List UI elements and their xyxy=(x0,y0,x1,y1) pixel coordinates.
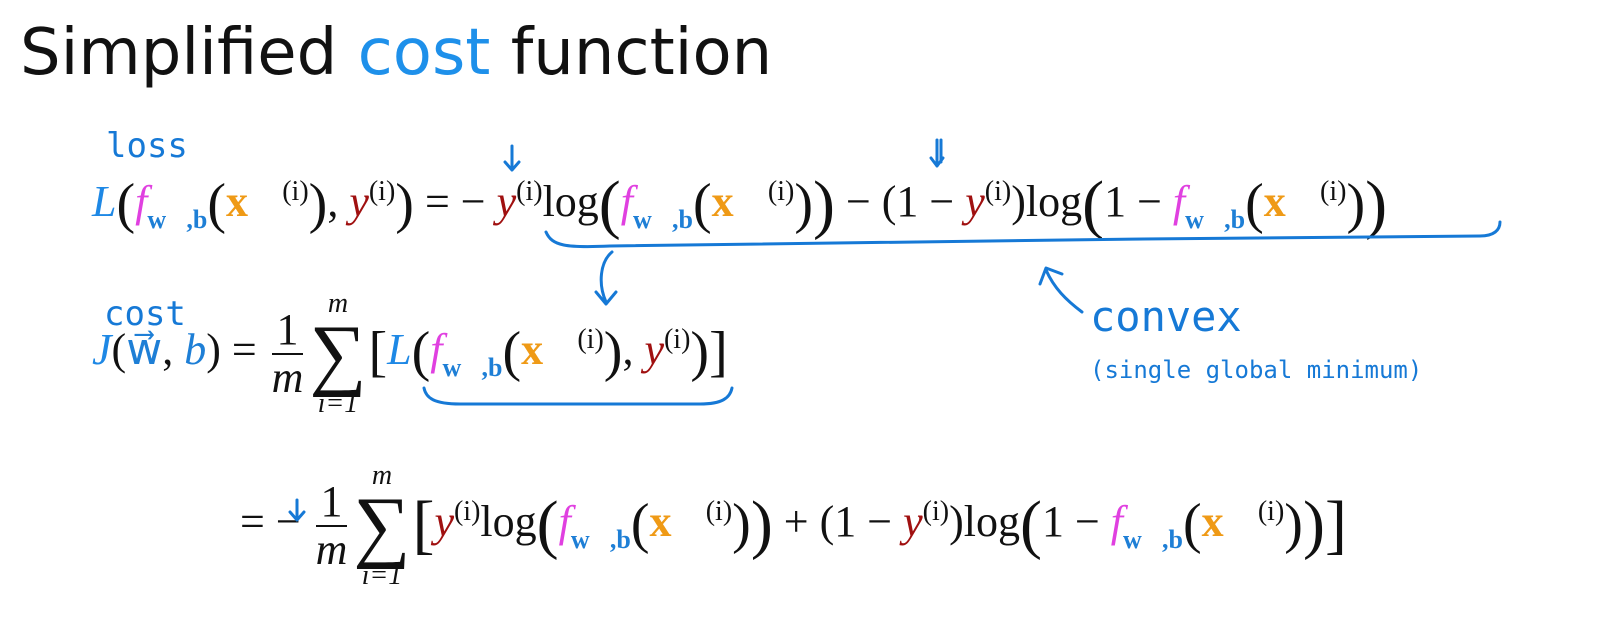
feature-x: x⃗ xyxy=(711,177,768,226)
loss-equation: L(fw⃗,b(x⃗(i)), y(i)) = − y(i)log(fw⃗,b(… xyxy=(92,168,1388,241)
title-part2: function xyxy=(490,16,773,90)
summation: m∑i=1 xyxy=(353,460,411,591)
one: 1 xyxy=(896,177,919,226)
sum-upper: m xyxy=(327,288,349,319)
loss-to-cost-arrow xyxy=(594,250,618,306)
log-fn: log xyxy=(963,497,1020,547)
model-f: f xyxy=(135,177,148,226)
model-f: f xyxy=(430,325,443,375)
model-f: f xyxy=(558,497,571,547)
log-fn: log xyxy=(1025,177,1083,226)
param-subscript: w⃗,b xyxy=(147,205,208,234)
frac-den: m xyxy=(271,353,304,402)
index-sup: (i) xyxy=(767,176,795,207)
loss-annotation: loss xyxy=(106,126,188,166)
title-highlight: cost xyxy=(357,16,491,90)
feature-x: x⃗ xyxy=(1263,177,1321,226)
index-sup: (i) xyxy=(705,496,733,528)
feature-x: x⃗ xyxy=(1201,497,1258,547)
label-y: y xyxy=(349,177,369,226)
one: 1 xyxy=(1104,177,1127,226)
index-sup: (i) xyxy=(368,176,396,207)
feature-x: x⃗ xyxy=(649,497,706,547)
sum-lower: i=1 xyxy=(317,388,359,419)
cost-brace xyxy=(422,386,734,406)
summation: m∑i=1 xyxy=(309,288,367,419)
index-sup: (i) xyxy=(1320,176,1347,207)
convex-annotation: convex xyxy=(1090,292,1242,341)
index-sup: (i) xyxy=(577,324,604,356)
index-sup: (i) xyxy=(663,324,691,356)
param-w: w⃗ xyxy=(126,325,163,375)
label-y: y xyxy=(965,177,985,226)
index-sup: (i) xyxy=(453,496,481,528)
feature-x: x⃗ xyxy=(521,325,578,375)
model-f: f xyxy=(1172,177,1186,226)
index-sup: (i) xyxy=(516,176,543,207)
loss-symbol: L xyxy=(92,177,117,226)
label-y: y xyxy=(644,325,664,375)
param-subscript: w⃗,b xyxy=(442,353,503,383)
param-b: b xyxy=(184,325,207,375)
param-subscript: w⃗,b xyxy=(570,525,631,555)
label-y: y xyxy=(496,177,517,226)
convex-note: (single global minimum) xyxy=(1090,356,1423,384)
log-fn: log xyxy=(542,177,599,226)
feature-x: x⃗ xyxy=(226,177,283,226)
slide-title: Simplified cost function xyxy=(20,16,772,90)
down-arrow-3 xyxy=(288,498,306,522)
index-sup: (i) xyxy=(922,496,950,528)
index-sup: (i) xyxy=(1257,496,1285,528)
index-sup: (i) xyxy=(984,176,1012,207)
loss-brace xyxy=(544,220,1502,249)
sum-lower: i=1 xyxy=(361,560,403,591)
cost-annotation: cost xyxy=(104,294,186,334)
one: 1 xyxy=(1041,497,1064,547)
down-arrow-1 xyxy=(503,144,521,172)
model-f: f xyxy=(620,177,634,226)
model-f: f xyxy=(1110,497,1123,547)
param-subscript: w⃗,b xyxy=(633,205,693,234)
label-y: y xyxy=(434,497,454,547)
convex-arrow xyxy=(1038,266,1084,314)
frac-den: m xyxy=(315,525,348,574)
index-sup: (i) xyxy=(282,176,309,207)
param-subscript: w⃗,b xyxy=(1123,525,1183,555)
loss-symbol: L xyxy=(387,325,412,375)
one: 1 xyxy=(834,497,857,547)
sum-upper: m xyxy=(371,460,393,491)
frac-num: 1 xyxy=(315,478,348,527)
cost-symbol: J xyxy=(92,325,112,375)
frac-num: 1 xyxy=(271,306,304,355)
param-subscript: w⃗,b xyxy=(1185,205,1246,234)
label-y: y xyxy=(903,497,923,547)
title-part1: Simplified xyxy=(20,16,358,90)
down-arrow-2 xyxy=(929,138,945,168)
log-fn: log xyxy=(480,497,537,547)
